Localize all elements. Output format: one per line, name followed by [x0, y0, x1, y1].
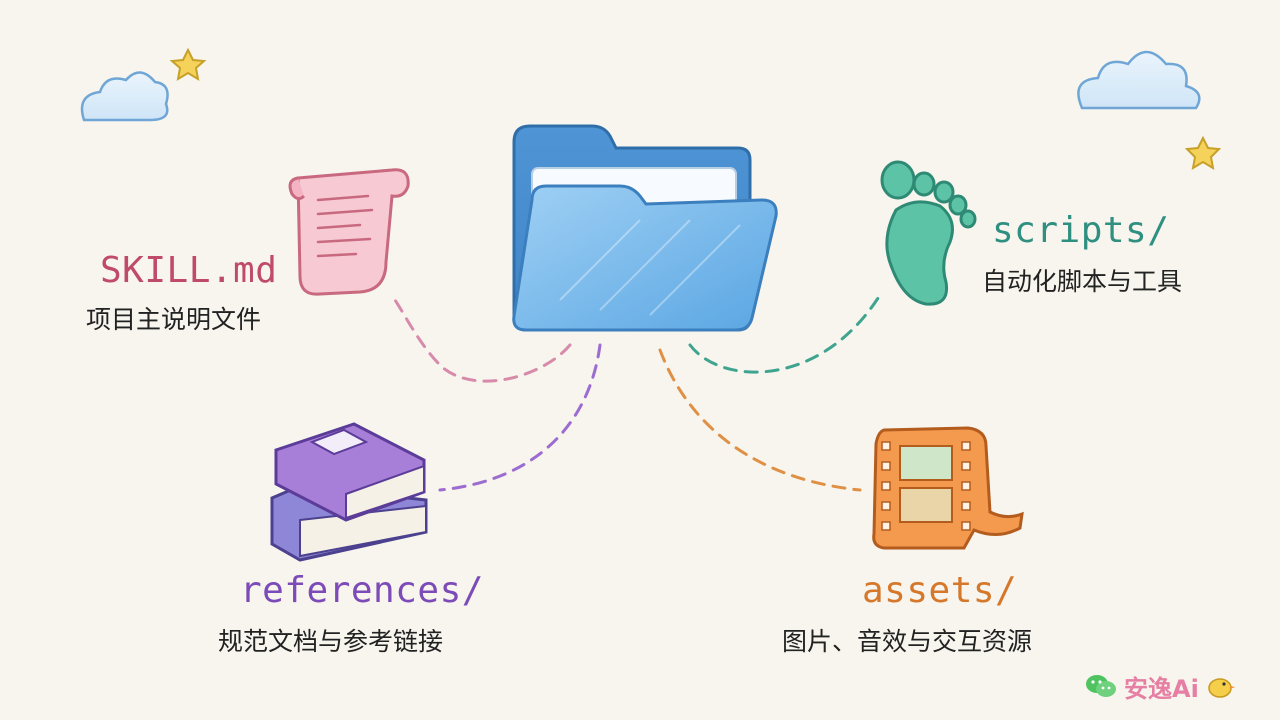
footprint-icon — [880, 160, 977, 306]
connector-assets — [658, 348, 862, 492]
watermark-text: 安逸Ai — [1124, 674, 1199, 703]
assets-description: 图片、音效与交互资源 — [782, 627, 1033, 656]
cloud-icon — [1077, 50, 1201, 110]
assets-title: assets/ — [862, 570, 1018, 611]
scroll-icon — [288, 168, 410, 296]
cloud-icon — [80, 71, 169, 122]
references-title: references/ — [240, 570, 484, 611]
connectors — [393, 293, 882, 492]
scripts-title: scripts/ — [992, 210, 1170, 251]
connector-scripts — [688, 293, 882, 374]
film-strip-icon — [872, 426, 1024, 550]
bird-icon — [1208, 678, 1235, 698]
folder-icon — [512, 124, 778, 332]
scripts-description: 自动化脚本与工具 — [982, 267, 1183, 296]
star-icon — [169, 47, 207, 81]
skill-description: 项目主说明文件 — [86, 305, 262, 334]
watermark: 安逸Ai — [1084, 666, 1274, 706]
wechat-icon — [1086, 675, 1116, 697]
references-description: 规范文档与参考链接 — [218, 627, 444, 656]
connector-skill — [393, 298, 572, 383]
books-icon — [270, 422, 428, 562]
star-icon — [1184, 135, 1222, 170]
skill-title: SKILL.md — [100, 250, 278, 291]
connector-references — [438, 343, 602, 492]
